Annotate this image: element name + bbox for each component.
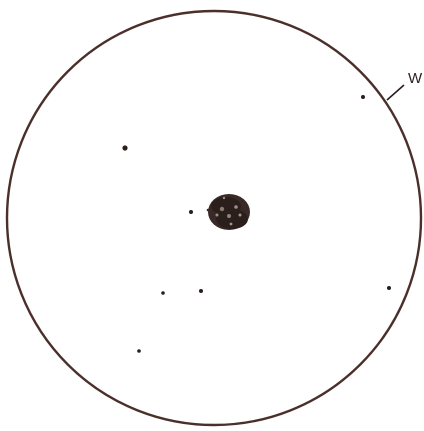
dot — [361, 95, 365, 99]
dot — [189, 210, 193, 214]
small-dots — [122, 95, 391, 353]
label-w: W — [408, 70, 423, 87]
dot — [161, 291, 165, 295]
dot — [199, 289, 203, 293]
central-blob — [207, 194, 250, 230]
dot — [387, 286, 391, 290]
dot — [122, 145, 127, 150]
label-leader-line — [387, 85, 404, 100]
dot — [137, 349, 141, 353]
